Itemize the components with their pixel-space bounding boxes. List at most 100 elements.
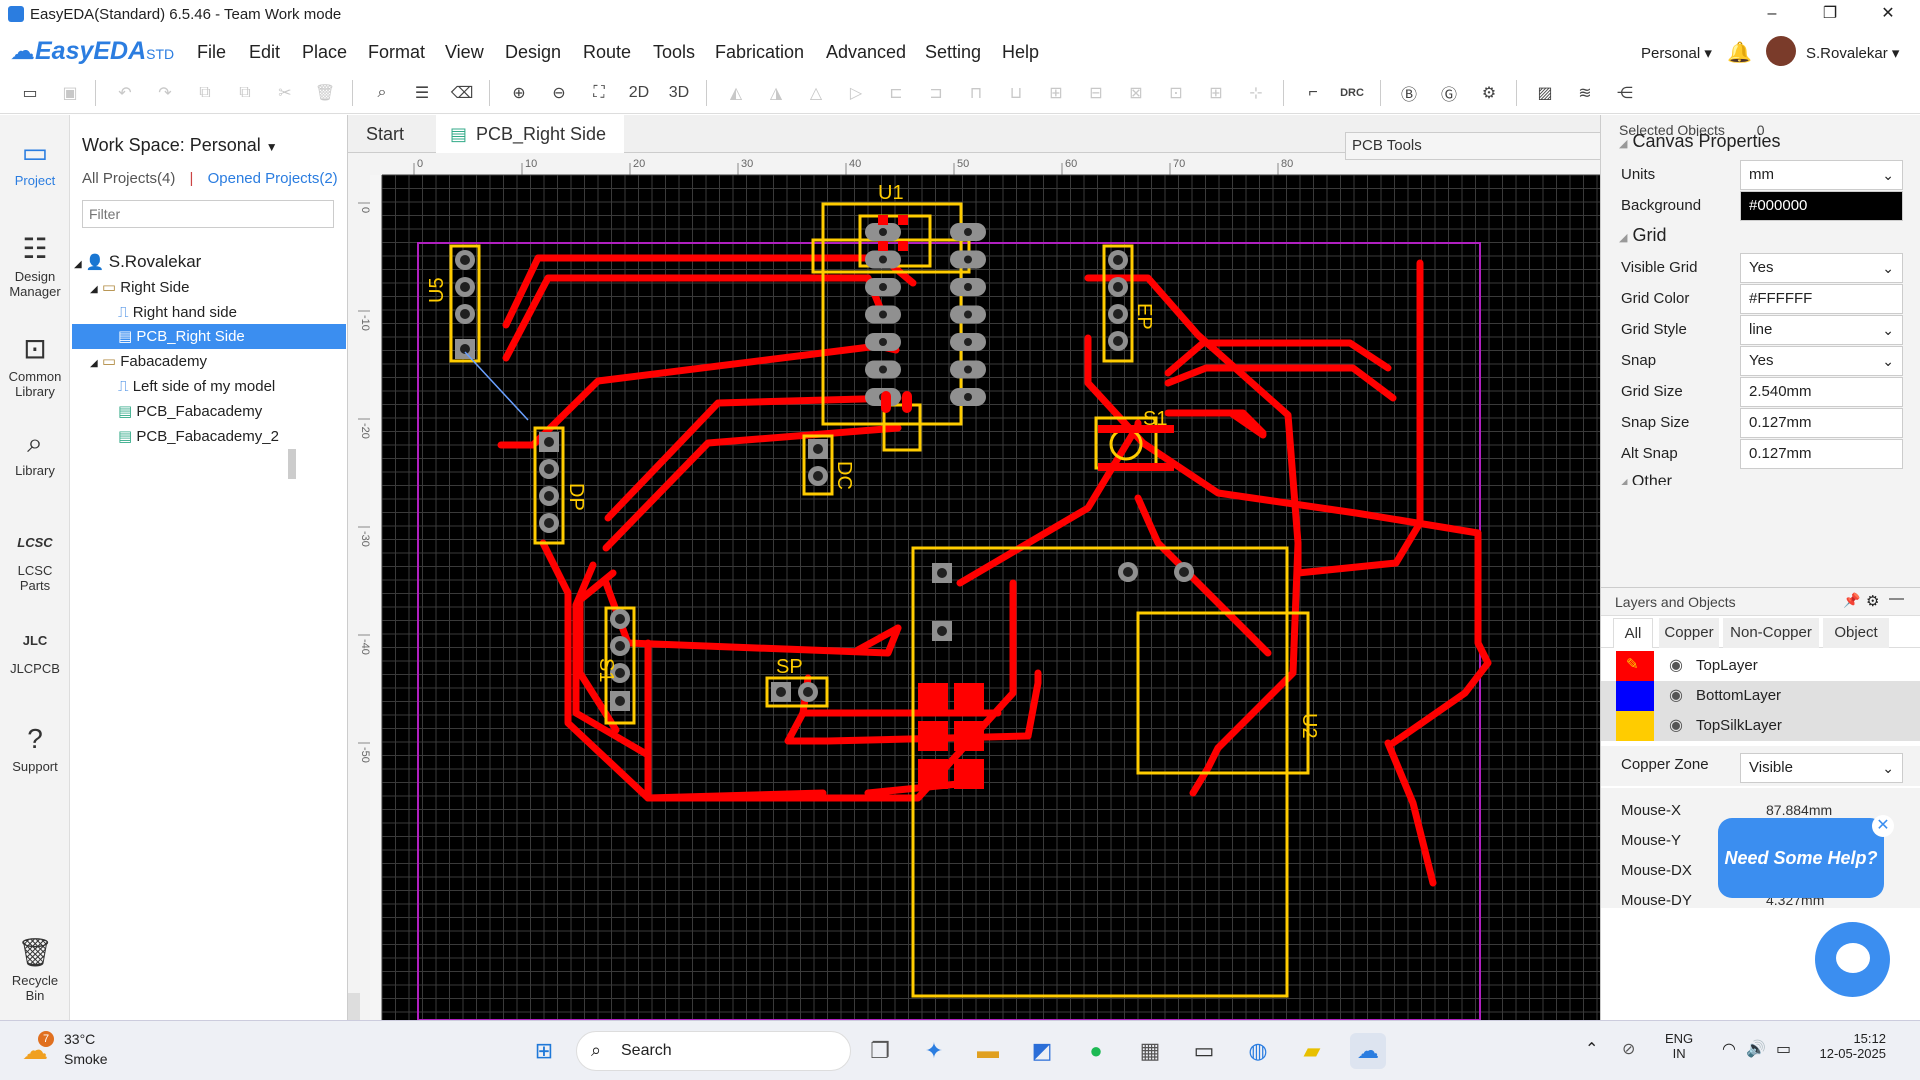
zoom-out-icon[interactable]: ⊖ — [552, 85, 566, 102]
fit-icon[interactable]: ⛶ — [593, 84, 605, 101]
file-explorer-icon[interactable]: ▬ — [977, 1038, 999, 1063]
spotify-icon[interactable]: ● — [1089, 1038, 1103, 1063]
menu-fabrication[interactable]: Fabrication — [715, 42, 805, 62]
distribute-icon[interactable]: ⊠ — [1129, 85, 1143, 102]
tab-pcb-right-side[interactable]: ▤PCB_Right Side — [436, 115, 625, 153]
grid-header[interactable]: ◢ Grid — [1619, 225, 1667, 246]
align-icon[interactable]: △ — [809, 85, 823, 102]
collapse-icon[interactable]: ◢ — [90, 358, 98, 369]
alt-snap-field[interactable]: 0.127mm — [1740, 439, 1903, 469]
menu-setting[interactable]: Setting — [925, 42, 982, 62]
cut-icon[interactable]: ✂ — [278, 85, 292, 102]
layer-row-topsilklayer[interactable]: ◉ TopSilkLayer — [1601, 711, 1920, 741]
align-right-icon[interactable]: ⊐ — [929, 85, 943, 102]
pin-icon[interactable]: 📌 — [1843, 592, 1861, 608]
grid-align-icon[interactable]: ⊞ — [1209, 85, 1223, 102]
layer-color-swatch[interactable] — [1616, 711, 1654, 741]
layer-row-bottomlayer[interactable]: ◉ BottomLayer — [1601, 681, 1920, 711]
find-list-icon[interactable]: ☰ — [414, 85, 430, 102]
align-center-icon[interactable]: ⊞ — [1049, 85, 1063, 102]
view-3d-button[interactable]: 3D — [668, 84, 690, 101]
collapse-icon[interactable]: ◢ — [74, 259, 82, 270]
layer-tab-non-copper[interactable]: Non-Copper — [1723, 618, 1819, 648]
chat-button[interactable] — [1815, 922, 1890, 997]
menu-help[interactable]: Help — [1002, 42, 1040, 62]
grid-style-select[interactable]: line⌄ — [1740, 315, 1903, 345]
menu-place[interactable]: Place — [302, 42, 348, 62]
view-2d-button[interactable]: 2D — [628, 84, 650, 101]
menu-format[interactable]: Format — [368, 42, 426, 62]
image-icon[interactable]: ▨ — [1537, 85, 1553, 102]
layer-tab-all[interactable]: All — [1613, 618, 1653, 648]
close-icon[interactable]: ✕ — [1872, 815, 1894, 837]
bell-icon[interactable]: 🔔 — [1727, 42, 1752, 64]
tree-folder-fabacademy[interactable]: ◢ ▭ Fabacademy — [90, 349, 207, 374]
nav-library[interactable]: ⌕Library — [0, 427, 70, 478]
tree-user[interactable]: ◢ 👤 S.Rovalekar — [74, 249, 201, 274]
store-icon[interactable]: ▦ — [1139, 1038, 1161, 1063]
folder-icon[interactable]: ▭ — [22, 85, 38, 102]
save-icon[interactable]: ▣ — [62, 85, 78, 102]
search-icon[interactable]: ⌕ — [377, 84, 387, 101]
redo-icon[interactable]: ↷ — [158, 85, 172, 102]
help-bubble[interactable]: Need Some Help? — [1718, 818, 1884, 898]
copper-zone-select[interactable]: Visible⌄ — [1740, 753, 1903, 783]
layer-row-toplayer[interactable]: ✎ ◉ TopLayer — [1601, 651, 1920, 681]
undo-icon[interactable]: ↶ — [118, 85, 132, 102]
menu-advanced[interactable]: Advanced — [826, 42, 907, 62]
clock[interactable]: 15:12 12-05-2025 — [1816, 1031, 1887, 1061]
avatar[interactable] — [1766, 36, 1796, 66]
maximize-button[interactable]: ❐ — [1822, 5, 1838, 22]
eye-icon[interactable]: ◉ — [1669, 657, 1683, 674]
menu-route[interactable]: Route — [583, 42, 632, 62]
chevron-up-icon[interactable]: ⌃ — [1585, 1041, 1599, 1058]
menu-view[interactable]: View — [445, 42, 484, 62]
layer-tab-copper[interactable]: Copper — [1659, 618, 1719, 648]
distribute-icon[interactable]: ⊡ — [1169, 85, 1183, 102]
eye-icon[interactable]: ◉ — [1669, 687, 1683, 704]
collapse-icon[interactable]: ◢ — [90, 284, 98, 295]
easyeda-task-icon[interactable]: ☁ — [1350, 1033, 1386, 1069]
grid-size-field[interactable]: 2.540mm — [1740, 377, 1903, 407]
align-icon[interactable]: ▷ — [849, 85, 863, 102]
fabrication-icon[interactable]: ⚙ — [1481, 85, 1497, 102]
sticky-notes-icon[interactable]: ▰ — [1303, 1038, 1321, 1063]
nav-recycle-bin[interactable]: 🗑Recycle Bin — [0, 937, 70, 1003]
nav-common-library[interactable]: ⊡Common Library — [0, 333, 70, 399]
panel-resize-handle[interactable] — [288, 449, 296, 479]
menu-file[interactable]: File — [197, 42, 227, 62]
background-color-field[interactable]: #000000 — [1740, 191, 1903, 221]
layer-color-swatch[interactable] — [1616, 681, 1654, 711]
share-icon[interactable]: ⋲ — [1617, 85, 1633, 102]
eraser-icon[interactable]: ⌫ — [450, 85, 474, 102]
minimize-button[interactable]: – — [1767, 5, 1777, 22]
menu-edit[interactable]: Edit — [249, 42, 281, 62]
zoom-in-icon[interactable]: ⊕ — [512, 85, 526, 102]
network-off-icon[interactable]: ⊘ — [1622, 1041, 1636, 1058]
layer-tab-object[interactable]: Object — [1823, 618, 1889, 648]
layers-icon[interactable]: ≋ — [1578, 85, 1592, 102]
nav-project[interactable]: ▭Project — [0, 137, 70, 188]
align-top-icon[interactable]: ⊓ — [969, 85, 983, 102]
edge-icon[interactable]: ◍ — [1248, 1038, 1268, 1063]
bom-icon[interactable]: Ⓑ — [1400, 87, 1417, 104]
snap-size-field[interactable]: 0.127mm — [1740, 408, 1903, 438]
tree-pcb-right-side[interactable]: ▤ PCB_Right Side — [72, 324, 346, 349]
terminal-icon[interactable]: ▭ — [1193, 1038, 1215, 1063]
language-indicator[interactable]: ENG IN — [1665, 1031, 1693, 1061]
team-selector[interactable]: Personal ▾ — [1641, 45, 1712, 62]
user-menu[interactable]: S.Rovalekar ▾ — [1806, 45, 1900, 62]
delete-icon[interactable]: 🗑 — [314, 85, 336, 102]
tree-schematic-left-side[interactable]: ⎍ Left side of my model — [118, 374, 275, 399]
snap-select[interactable]: Yes⌄ — [1740, 346, 1903, 376]
other-header[interactable]: ◢ Other — [1619, 473, 1672, 485]
align-icon[interactable]: ◮ — [769, 85, 783, 102]
menu-design[interactable]: Design — [505, 42, 562, 62]
taskbar-search[interactable]: ⌕ Search — [576, 1031, 851, 1071]
canvas-properties-header[interactable]: ◢ Canvas Properties — [1619, 131, 1781, 152]
copy-icon[interactable]: ⧉ — [199, 84, 211, 101]
menu-tools[interactable]: Tools — [653, 42, 696, 62]
drc-button[interactable]: DRC — [1340, 87, 1364, 99]
